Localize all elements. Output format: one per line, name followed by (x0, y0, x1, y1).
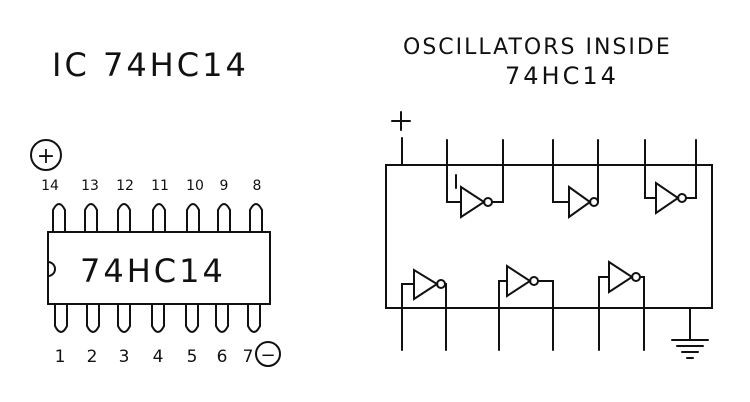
bottom-leads (401, 307, 691, 351)
pin-number-6: 6 (217, 347, 228, 367)
oscillator-schematic (385, 111, 713, 359)
bottom-pin-numbers: 1 2 3 4 5 6 7 (55, 347, 254, 367)
pin-1 (54, 304, 68, 333)
vcc-plus-sign (391, 111, 411, 131)
pin-number-4: 4 (153, 347, 164, 367)
top-leads (446, 139, 697, 166)
left-title: IC 74HC14 (52, 46, 249, 84)
ground-symbol (671, 325, 709, 359)
pin-13 (84, 203, 98, 232)
pin-number-7: 7 (243, 347, 254, 367)
pin-number-12: 12 (116, 178, 134, 194)
ic-package: + 14 13 12 11 10 9 8 74HC14 (30, 139, 281, 367)
pin-1-notch (47, 261, 56, 277)
pin-3 (117, 304, 131, 333)
pin-5 (185, 304, 199, 333)
pin-14 (52, 203, 66, 232)
inverter-4 (401, 268, 447, 309)
bottom-pins (54, 304, 261, 333)
minus-sign: − (260, 345, 275, 366)
pin-number-8: 8 (253, 178, 262, 194)
inverter-5 (498, 264, 554, 309)
pin-number-14: 14 (41, 178, 59, 194)
pin-2 (86, 304, 100, 333)
vcc-plus-marker: + (30, 139, 62, 171)
pin-6 (215, 304, 229, 333)
pin-10 (186, 203, 200, 232)
pin-number-2: 2 (87, 347, 98, 367)
top-pin-numbers: 14 13 12 11 10 9 8 (41, 178, 261, 194)
inverter-3 (644, 164, 697, 215)
pin-9 (217, 203, 231, 232)
right-title-line-1: OSCILLATORS INSIDE (403, 35, 672, 60)
pin-4 (151, 304, 165, 333)
pin-number-13: 13 (81, 178, 99, 194)
right-title-line-2: 74HC14 (505, 62, 619, 90)
pin-number-10: 10 (186, 178, 204, 194)
pin-12 (117, 203, 131, 232)
gnd-minus-marker: − (255, 341, 281, 367)
pin-number-5: 5 (187, 347, 198, 367)
top-pins (52, 203, 263, 232)
inverter-2 (552, 164, 599, 219)
pin-11 (152, 203, 166, 232)
inverter-6 (598, 260, 645, 309)
pin-number-9: 9 (220, 178, 229, 194)
inverter-1 (446, 164, 504, 219)
package-outline (385, 164, 713, 309)
pin-number-11: 11 (151, 178, 169, 194)
pin-number-1: 1 (55, 347, 66, 367)
pin-7 (247, 304, 261, 333)
chip-label: 74HC14 (80, 252, 226, 290)
pin-8 (249, 203, 263, 232)
pin-number-3: 3 (119, 347, 130, 367)
chip-body (47, 231, 271, 305)
plus-sign: + (37, 144, 55, 169)
